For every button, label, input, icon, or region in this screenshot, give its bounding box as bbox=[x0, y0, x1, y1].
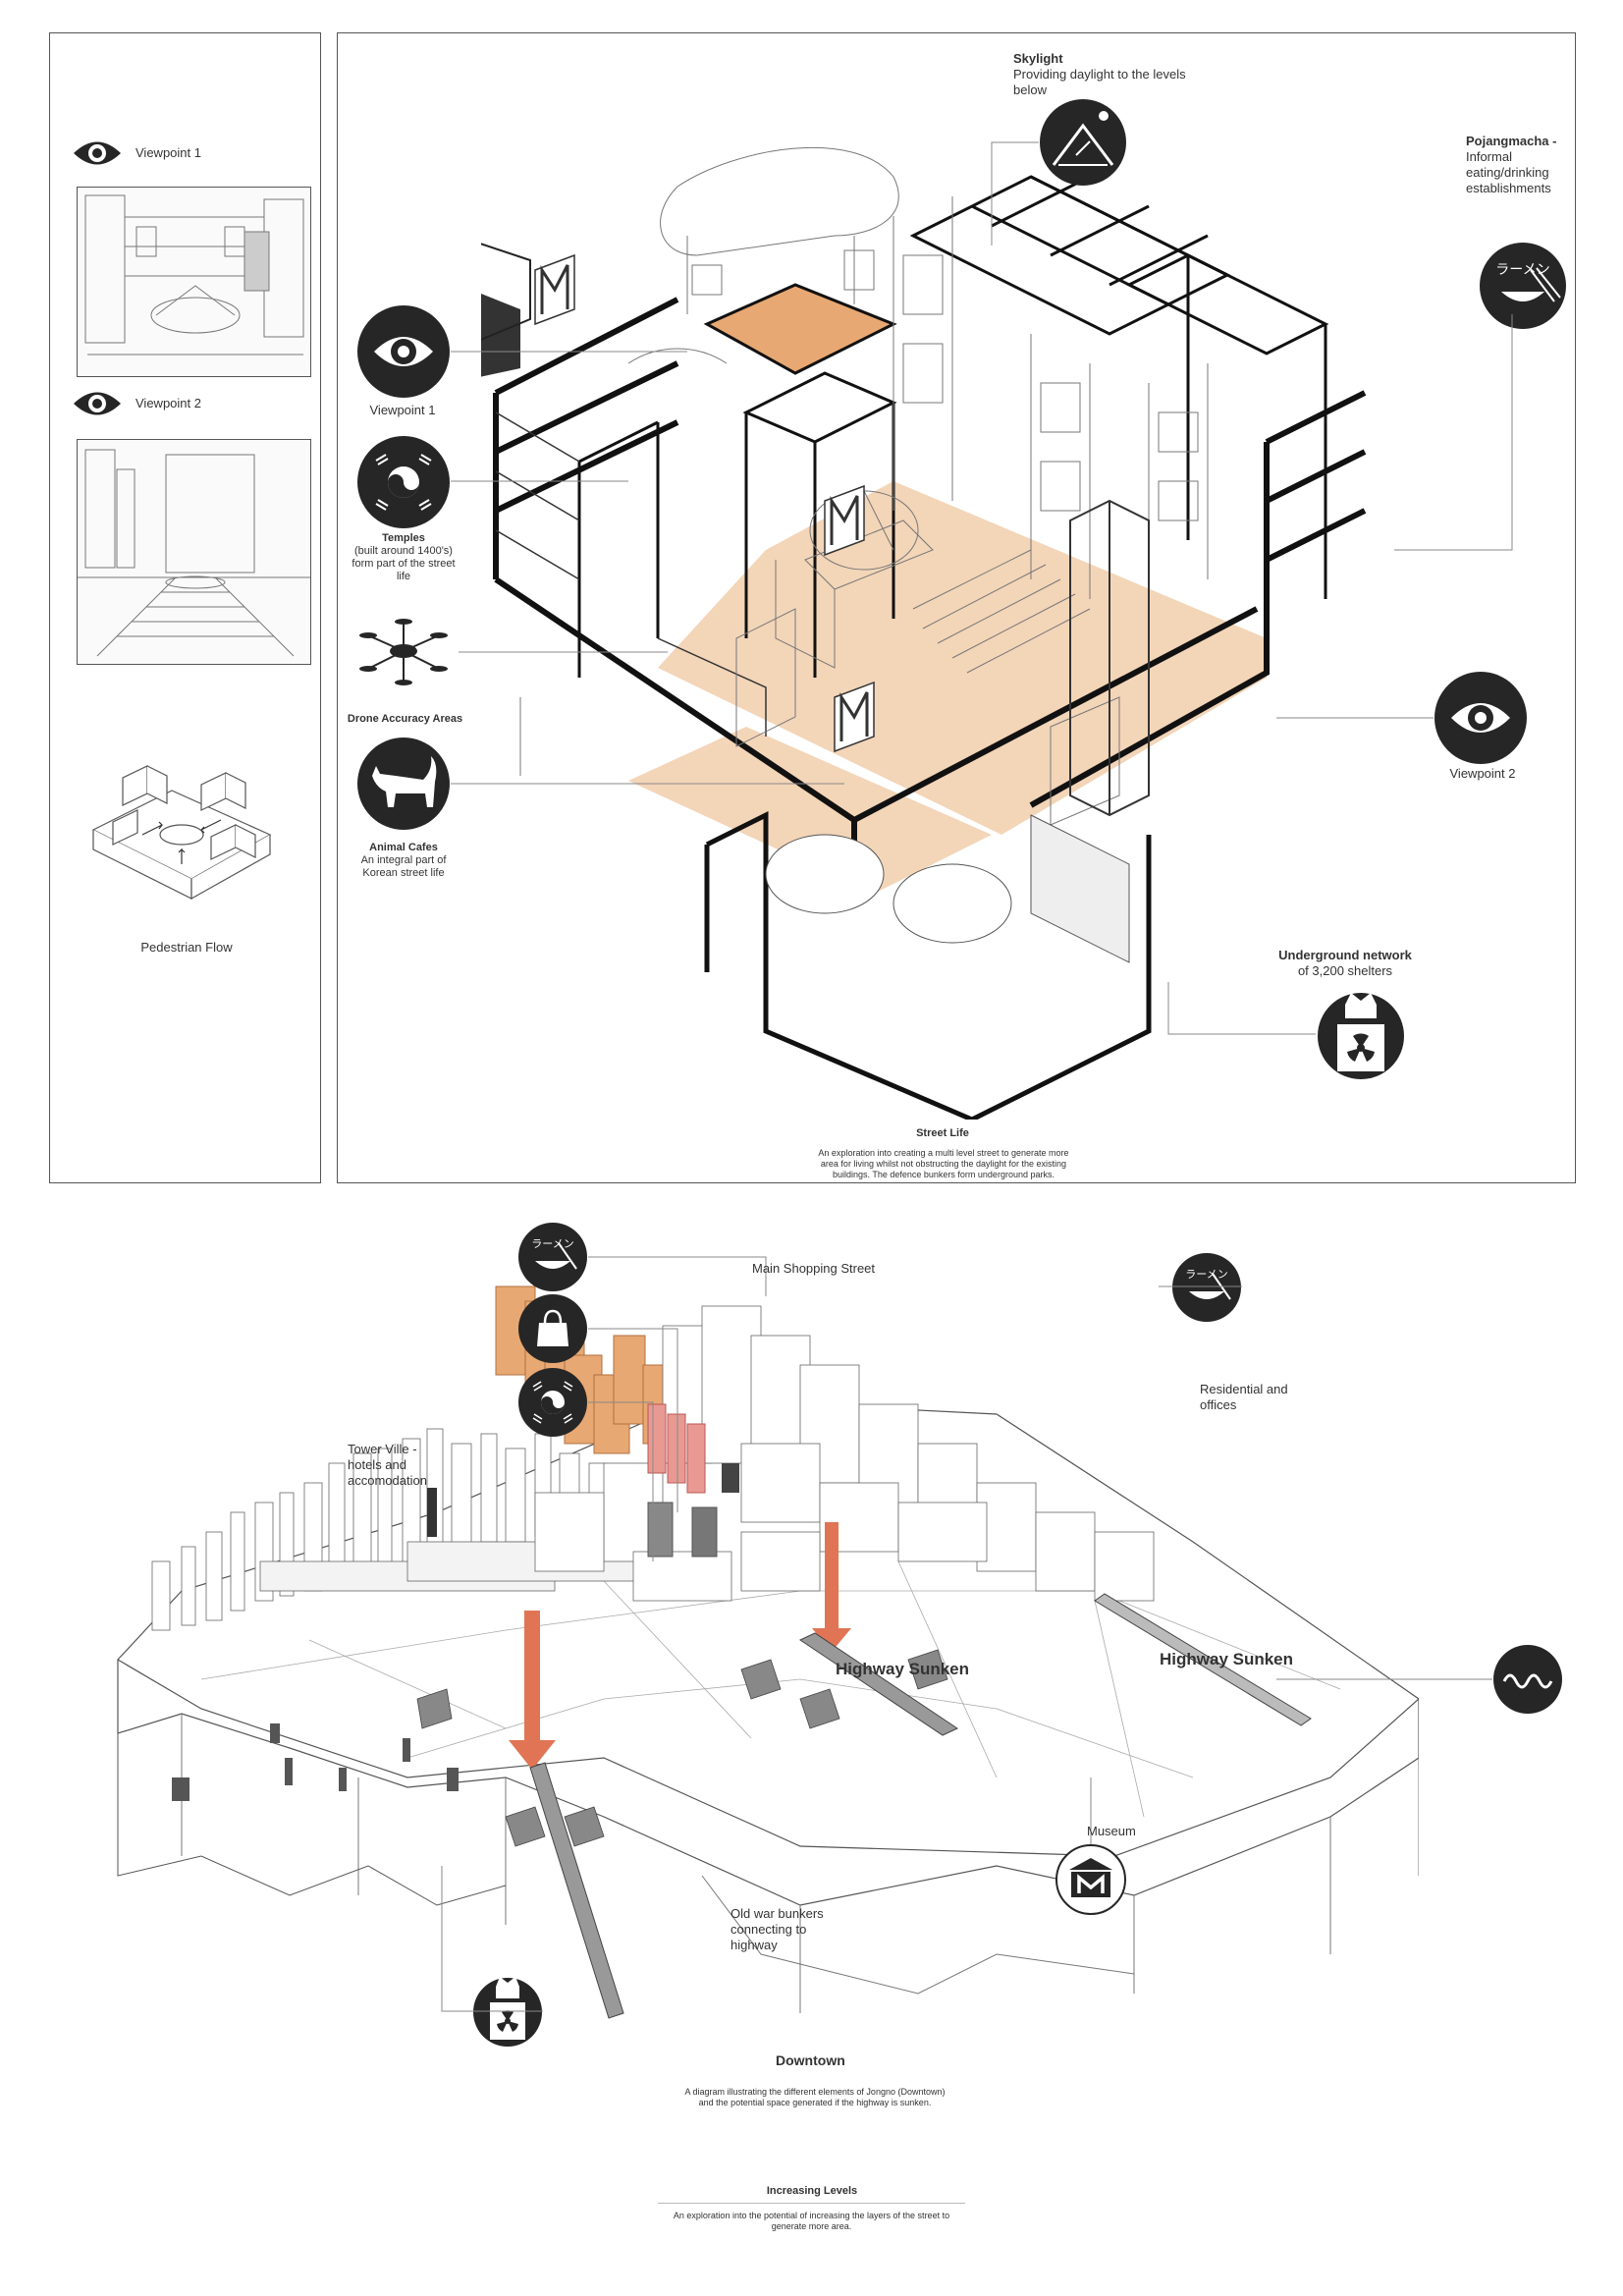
increasing-levels-title: Increasing Levels bbox=[766, 2185, 858, 2197]
underground-description: of 3,200 shelters bbox=[1297, 963, 1393, 978]
downtown-leader-lines bbox=[441, 1256, 1492, 2012]
viewpoint1-street-label: Viewpoint 1 bbox=[369, 403, 436, 417]
street-life-leader-lines bbox=[451, 141, 1513, 1035]
downtown-title: Downtown bbox=[776, 2052, 845, 2068]
ramen-glyph: ラーメン bbox=[531, 1237, 574, 1250]
pojangmacha-description: Informal eating/drinking establishments bbox=[1466, 149, 1551, 195]
skylight-description: Providing daylight to the levels below bbox=[1013, 67, 1186, 97]
temples-description: (built around 1400's) form part of the s… bbox=[352, 545, 456, 582]
shopping-bag-icon bbox=[517, 1293, 588, 1364]
viewpoint1-eye-icon bbox=[356, 304, 451, 399]
temple-taegeuk-icon bbox=[356, 435, 451, 529]
footer-divider bbox=[658, 2203, 965, 2204]
downtown-isometric-map bbox=[113, 1267, 1419, 2082]
street-life-caption-title: Street Life bbox=[916, 1127, 969, 1139]
downtown-description: A diagram illustrating the different ele… bbox=[684, 2087, 946, 2107]
viewpoint2-label: Viewpoint 2 bbox=[135, 396, 201, 410]
pojangmacha-title: Pojangmacha - bbox=[1466, 134, 1557, 148]
increasing-levels-description: An exploration into the potential of inc… bbox=[673, 2211, 950, 2231]
street-life-panel bbox=[337, 32, 1576, 1183]
viewpoint2-eye-icon bbox=[1434, 671, 1528, 765]
eye-icon bbox=[72, 137, 123, 170]
temple-taegeuk-icon bbox=[517, 1367, 588, 1438]
museum-label: Museum bbox=[1087, 1824, 1136, 1838]
street-life-caption-description: An exploration into creating a multi lev… bbox=[818, 1148, 1069, 1179]
bunker-radiation-icon bbox=[1316, 985, 1406, 1083]
ramen-icon: ラーメン bbox=[1478, 241, 1568, 331]
highway-sunken-label-1: Highway Sunken bbox=[836, 1660, 970, 1678]
sidebar-panel bbox=[49, 32, 321, 1183]
drone-title: Drone Accuracy Areas bbox=[347, 713, 463, 725]
main-shopping-street-label: Main Shopping Street bbox=[752, 1261, 876, 1276]
eye-icon bbox=[72, 387, 123, 420]
drone-icon bbox=[349, 612, 459, 690]
street-life-isometric-drawing bbox=[481, 88, 1394, 1120]
bunkers-label: Old war bunkers connecting to highway bbox=[730, 1906, 824, 1952]
ramen-glyph: ラーメン bbox=[1185, 1268, 1228, 1281]
ramen-icon: ラーメン bbox=[1171, 1252, 1242, 1323]
highway-sunken-label-2: Highway Sunken bbox=[1160, 1650, 1294, 1668]
skylight-icon bbox=[1039, 98, 1127, 187]
tower-ville-label: Tower Ville - hotels and accomodation bbox=[348, 1442, 427, 1488]
pedestrian-flow-label: Pedestrian Flow bbox=[140, 940, 233, 955]
cat-icon bbox=[356, 737, 451, 831]
viewpoint2-thumbnail bbox=[77, 439, 311, 665]
temples-title: Temples bbox=[382, 532, 425, 544]
viewpoint1-thumbnail bbox=[77, 187, 311, 377]
underground-title: Underground network bbox=[1278, 948, 1412, 962]
viewpoint1-label: Viewpoint 1 bbox=[135, 145, 201, 160]
museum-icon bbox=[1055, 1844, 1126, 1915]
animal-cafes-title: Animal Cafes bbox=[369, 842, 438, 853]
ramen-glyph: ラーメン bbox=[1495, 262, 1549, 278]
pedestrian-flow-diagram bbox=[83, 751, 280, 918]
viewpoint2-street-label: Viewpoint 2 bbox=[1449, 766, 1516, 781]
wave-river-icon bbox=[1492, 1644, 1563, 1715]
residential-offices-label: Residential and offices bbox=[1200, 1382, 1288, 1412]
animal-cafes-description: An integral part of Korean street life bbox=[360, 854, 447, 879]
skylight-title: Skylight bbox=[1013, 51, 1063, 66]
ramen-icon: ラーメン bbox=[517, 1222, 588, 1292]
